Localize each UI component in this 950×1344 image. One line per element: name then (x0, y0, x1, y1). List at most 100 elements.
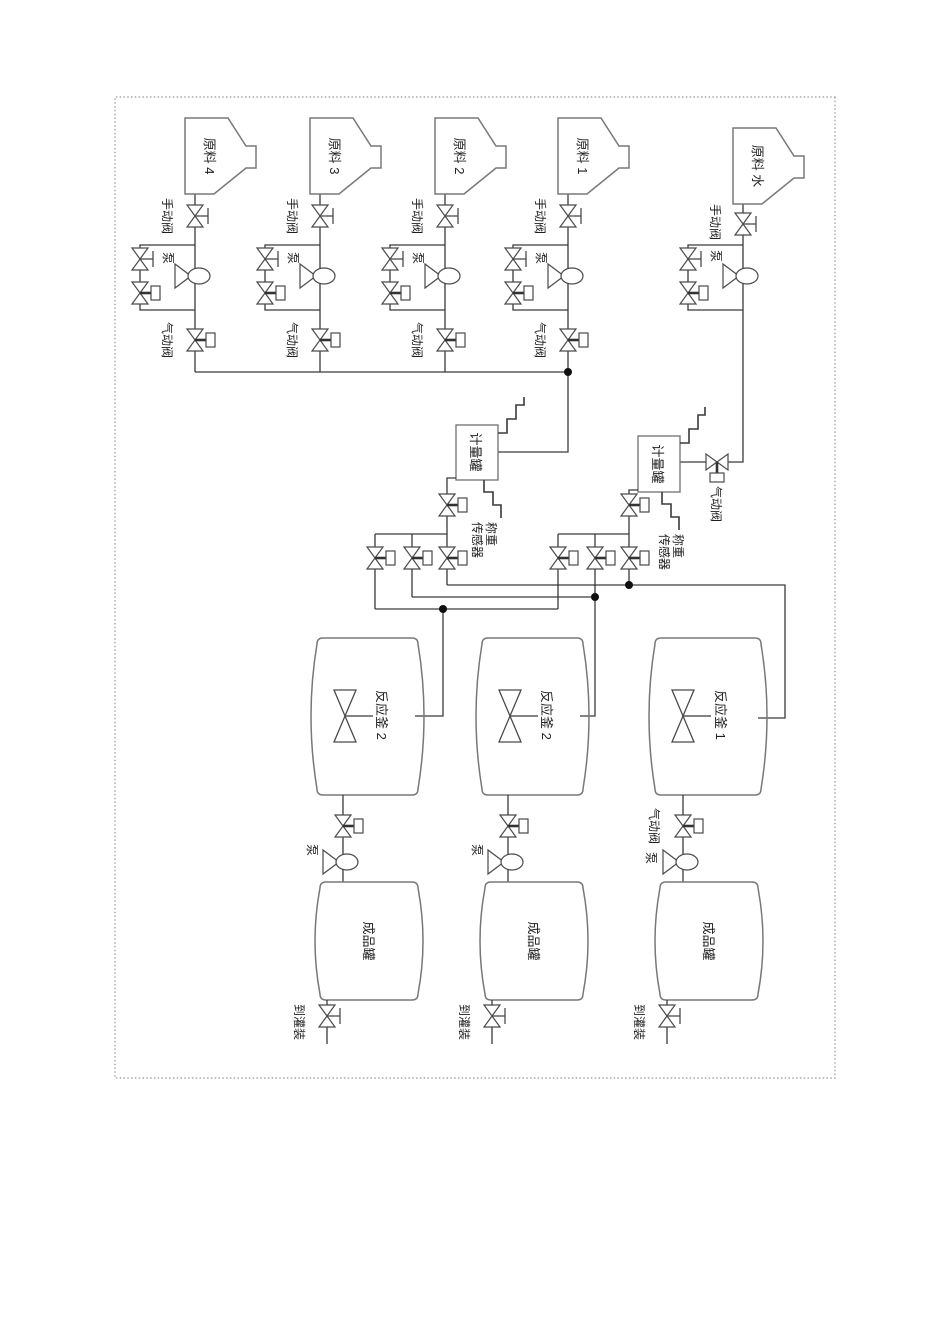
to-filling-label: 到灌装 (457, 1004, 471, 1040)
raw-tank-2-label: 原料 2 (452, 138, 467, 175)
pump-label: 泵 (305, 844, 319, 856)
reactor-body (475, 637, 590, 796)
product-tank-label: 成品罐 (361, 921, 376, 960)
bypass-manual-valve-icon (679, 247, 702, 271)
pump-icon (174, 263, 211, 289)
pump-icon (722, 263, 759, 289)
raw-tank-water-label: 原料 水 (750, 145, 765, 188)
pneumatic-valve-label: 气动阀 (160, 322, 175, 358)
weigh-sensor-label-2: 传感器 (657, 534, 672, 570)
raw-material-line-1: 原料 1 手动阀 泵 气动阀 (498, 117, 630, 453)
raw-tank-1 (557, 117, 630, 195)
pneumatic-valve-icon (435, 327, 467, 353)
manual-valve-icon (559, 204, 582, 228)
outlet-manual-valve-icon (658, 1004, 681, 1028)
pump-icon (322, 849, 359, 875)
pump-label: 泵 (161, 252, 175, 264)
bypass-pneumatic-valve-icon (130, 280, 162, 306)
outlet-pneumatic-valve-icon (619, 492, 651, 518)
reactor-label: 反应釜 2 (374, 690, 389, 740)
manual-valve-icon (186, 204, 209, 228)
pump-label: 泵 (470, 844, 484, 856)
pneumatic-valve-label: 气动阀 (285, 322, 300, 358)
raw-tank-4 (184, 117, 257, 195)
manual-valve-icon (436, 204, 459, 228)
weigh-sensor-label-1: 称重 (671, 534, 685, 558)
outlet-manual-valve-icon (318, 1004, 341, 1028)
bypass-manual-valve-icon (381, 247, 404, 271)
diagram-border (114, 96, 836, 1079)
raw-tank-3 (309, 117, 382, 195)
pump-label: 泵 (534, 252, 548, 264)
outlet-pneumatic-valve-icon (673, 813, 705, 839)
metering-tank-label: 计量罐 (468, 432, 483, 471)
bypass-manual-valve-icon (256, 247, 279, 271)
reactor-2-middle: 反应釜 2 泵 (470, 637, 590, 882)
raw-tank-1-label: 原料 1 (575, 138, 590, 175)
to-filling-label: 到灌装 (292, 1004, 306, 1040)
pump-label: 泵 (644, 852, 658, 864)
junction-dot (591, 593, 599, 601)
metering-tank-label: 计量罐 (650, 444, 665, 483)
pneumatic-valve-label: 气动阀 (410, 322, 425, 358)
branch-valve-icon (619, 545, 651, 571)
distribution-pipes (375, 368, 786, 719)
metering-tank-body (455, 424, 499, 481)
outlet-manual-valve-icon (483, 1004, 506, 1028)
junction-dot (439, 605, 447, 613)
metering-tank-body (637, 435, 681, 493)
bypass-manual-valve-icon (131, 247, 154, 271)
to-filling-label: 到灌装 (632, 1004, 646, 1040)
reactor-label: 反应釜 2 (539, 690, 554, 740)
pump-icon (547, 263, 584, 289)
bypass-pneumatic-valve-icon (678, 280, 710, 306)
outlet-pneumatic-valve-icon (437, 492, 469, 518)
bypass-pneumatic-valve-icon (503, 280, 535, 306)
pneumatic-valve-icon (558, 327, 590, 353)
product-tank-body (479, 881, 589, 1001)
manual-valve-icon (734, 212, 757, 236)
pump-icon (487, 849, 524, 875)
inlet-pneumatic-valve-label: 气动阀 (709, 486, 724, 522)
pump-icon (424, 263, 461, 289)
metering-tank-upper: 气动阀 计量罐 称重 传感器 (548, 407, 730, 609)
pump-icon (662, 849, 699, 875)
branch-valve-icon (585, 545, 617, 571)
product-tank-label: 成品罐 (701, 921, 716, 960)
reactor-body (648, 637, 768, 796)
manual-valve-label: 手动阀 (410, 198, 424, 234)
product-tank-2: 成品罐 到灌装 (457, 881, 589, 1044)
product-tank-1: 成品罐 到灌装 (632, 881, 764, 1044)
pump-label: 泵 (411, 252, 425, 264)
outlet-pneumatic-valve-icon (333, 813, 365, 839)
vent-flex-icon (680, 407, 706, 444)
weigh-sensor-label-2: 传感器 (470, 522, 485, 558)
bypass-pneumatic-valve-icon (255, 280, 287, 306)
branch-valve-icon (402, 545, 434, 571)
weigh-flex-icon (661, 492, 680, 530)
product-tank-3: 成品罐 到灌装 (292, 881, 424, 1044)
branch-valve-icon (365, 545, 397, 571)
bypass-pneumatic-valve-icon (380, 280, 412, 306)
product-tank-label: 成品罐 (526, 921, 541, 960)
outlet-pneumatic-valve-icon (498, 813, 530, 839)
branch-valve-icon (437, 545, 469, 571)
branch-valve-icon (548, 545, 580, 571)
manual-valve-label: 手动阀 (285, 198, 299, 234)
pump-label: 泵 (709, 250, 723, 262)
raw-material-line-3: 原料 3 手动阀 泵 气动阀 (255, 117, 382, 372)
pump-icon (299, 263, 336, 289)
manual-valve-label: 手动阀 (160, 198, 174, 234)
product-tank-body (654, 881, 764, 1001)
pump-label: 泵 (286, 252, 300, 264)
reactor-1: 反应釜 1 气动阀 泵 (644, 637, 768, 882)
bypass-manual-valve-icon (504, 247, 527, 271)
junction-dot (564, 368, 572, 376)
product-tank-body (314, 881, 424, 1001)
vent-flex-icon (498, 397, 525, 434)
manual-valve-label: 手动阀 (708, 204, 722, 240)
weigh-flex-icon (483, 480, 502, 518)
